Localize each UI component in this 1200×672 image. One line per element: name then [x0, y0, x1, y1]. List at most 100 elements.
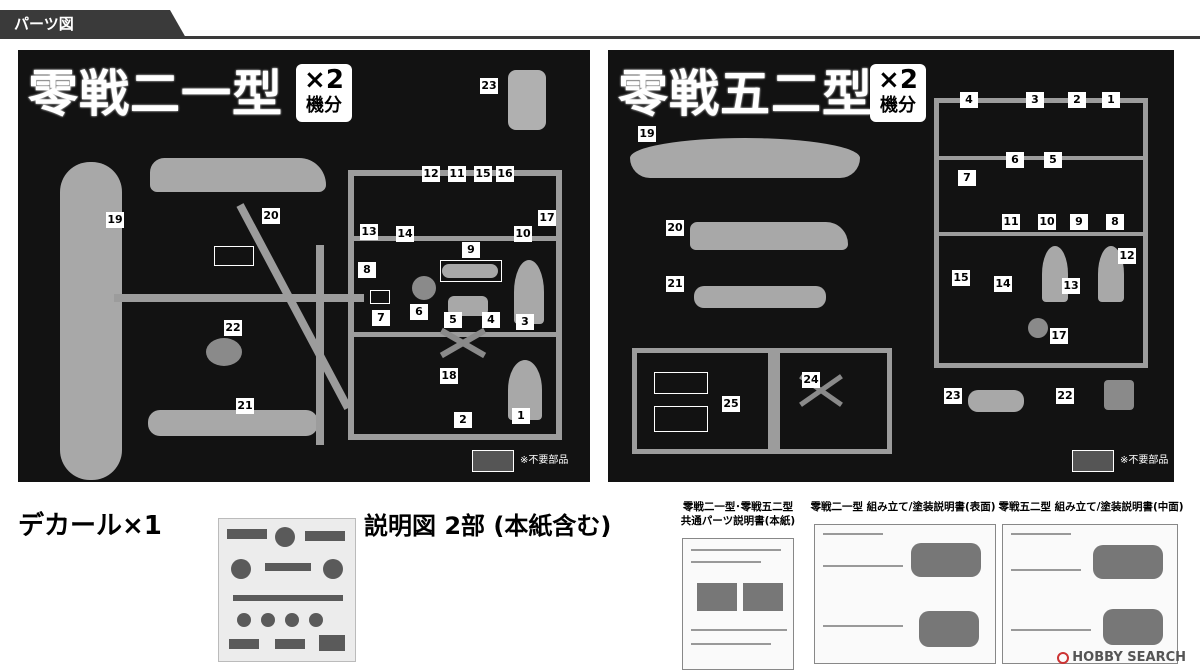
tab-underline: [0, 36, 1200, 39]
manual-type52: 零戦五二型 組み立て/塗装説明書(中面): [996, 500, 1186, 664]
part-number: 23: [944, 388, 962, 404]
part-number: 4: [482, 312, 500, 328]
manual-text-line: [823, 625, 903, 627]
unused-parts-legend: ※不要部品: [520, 455, 569, 466]
part-wheel-set: [448, 296, 488, 316]
part-number: 15: [952, 270, 970, 286]
badge-multiplier: ×2: [878, 65, 918, 95]
badge-multiplier: ×2: [304, 65, 344, 95]
watermark: HOBBY SEARCH: [1057, 650, 1186, 666]
manual-figure: [1103, 609, 1163, 645]
part-cowling: [1104, 380, 1134, 410]
part-main-wing: [630, 138, 860, 178]
manual-caption: 零戦二一型 組み立て/塗装説明書(表面): [810, 501, 996, 513]
runner-bar: [348, 170, 354, 438]
part-rudder: [514, 260, 544, 324]
part-number: 10: [514, 226, 532, 242]
part-number: 10: [1038, 214, 1056, 230]
part-number: 16: [496, 166, 514, 182]
part-number: 18: [440, 368, 458, 384]
decal-mark: [275, 527, 295, 547]
part-number: 12: [422, 166, 440, 182]
runner-bar: [114, 294, 364, 302]
manual-text-line: [1011, 533, 1071, 535]
hobby-search-logo-icon: [1057, 651, 1070, 664]
part-number: 6: [1006, 152, 1024, 168]
runner-bar: [934, 232, 1148, 236]
part-number: 25: [722, 396, 740, 412]
part-number: 7: [372, 310, 390, 326]
decal-mark: [265, 563, 311, 571]
part-number: 12: [1118, 248, 1136, 264]
quantity-badge: ×2 機分: [870, 64, 926, 122]
manual-text-line: [691, 629, 787, 631]
decal-mark: [285, 613, 299, 627]
decal-mark: [233, 595, 343, 601]
decal-mark: [237, 613, 251, 627]
runner-bar: [556, 170, 562, 438]
section-tab: パーツ図: [0, 0, 1200, 40]
decal-mark: [231, 559, 251, 579]
part-fuselage-upper: [690, 222, 848, 250]
manual-thumbnail: [814, 524, 996, 664]
runner-bar: [348, 236, 562, 241]
manual-caption: 共通パーツ説明書(本紙): [680, 515, 796, 527]
runner-bar: [632, 348, 892, 353]
manual-caption: 零戦五二型 組み立て/塗装説明書(中面): [998, 501, 1184, 513]
part-number: 4: [960, 92, 978, 108]
manual-thumbnail: [682, 538, 794, 670]
part-number: 21: [666, 276, 684, 292]
part-engine: [1028, 318, 1048, 338]
manual-figure: [743, 583, 783, 611]
manual-figure: [911, 543, 981, 577]
part-number: 11: [448, 166, 466, 182]
decal-mark: [305, 531, 345, 541]
decal-mark: [275, 639, 305, 649]
part-number: 13: [360, 224, 378, 240]
manual-text-line: [691, 643, 771, 645]
part-number: 9: [462, 242, 480, 258]
unused-parts-swatch: [1072, 450, 1114, 472]
quantity-badge: ×2 機分: [296, 64, 352, 122]
unused-highlight: [370, 290, 390, 304]
decal-mark: [319, 635, 345, 651]
part-number: 5: [1044, 152, 1062, 168]
part-number: 20: [666, 220, 684, 236]
badge-sub: 機分: [306, 95, 342, 116]
panel-title: 零戦五二型: [618, 65, 873, 123]
manual-caption: 零戦二一型･零戦五二型: [682, 501, 794, 513]
decal-mark: [229, 639, 259, 649]
part-number: 8: [1106, 214, 1124, 230]
part-fuselage-upper: [150, 158, 326, 192]
runner-bar: [236, 203, 352, 410]
part-engine: [412, 276, 436, 300]
manual-figure: [1093, 545, 1163, 579]
part-number: 13: [1062, 278, 1080, 294]
part-number: 5: [444, 312, 462, 328]
section-title: パーツ図: [14, 15, 74, 33]
parts-panel-type52: 零戦五二型 ×2 機分 4 3 2 1 19 6 5 7 11 10 9 8 2…: [608, 50, 1174, 482]
part-number: 9: [1070, 214, 1088, 230]
unused-parts-swatch: [472, 450, 514, 472]
runner-bar: [934, 363, 1148, 368]
manual-text-line: [691, 549, 781, 551]
part-number: 23: [480, 78, 498, 94]
part-number: 15: [474, 166, 492, 182]
decal-label: デカール×1: [18, 511, 162, 541]
part-number: 1: [512, 408, 530, 424]
part-number: 19: [106, 212, 124, 228]
manual-text-line: [823, 565, 903, 567]
manual-common-parts: 零戦二一型･零戦五二型 共通パーツ説明書(本紙): [676, 500, 800, 670]
part-number: 24: [802, 372, 820, 388]
manual-type21: 零戦二一型 組み立て/塗装説明書(表面): [808, 500, 998, 664]
part-number: 14: [396, 226, 414, 242]
part-fuselage-lower: [148, 410, 318, 436]
runner-bar: [316, 245, 324, 445]
part-number: 17: [538, 210, 556, 226]
part-drop-tank: [442, 264, 498, 278]
unused-highlight: [440, 260, 502, 282]
runner-bar: [632, 449, 892, 454]
part-number: 19: [638, 126, 656, 142]
part-number: 14: [994, 276, 1012, 292]
part-number: 3: [516, 314, 534, 330]
